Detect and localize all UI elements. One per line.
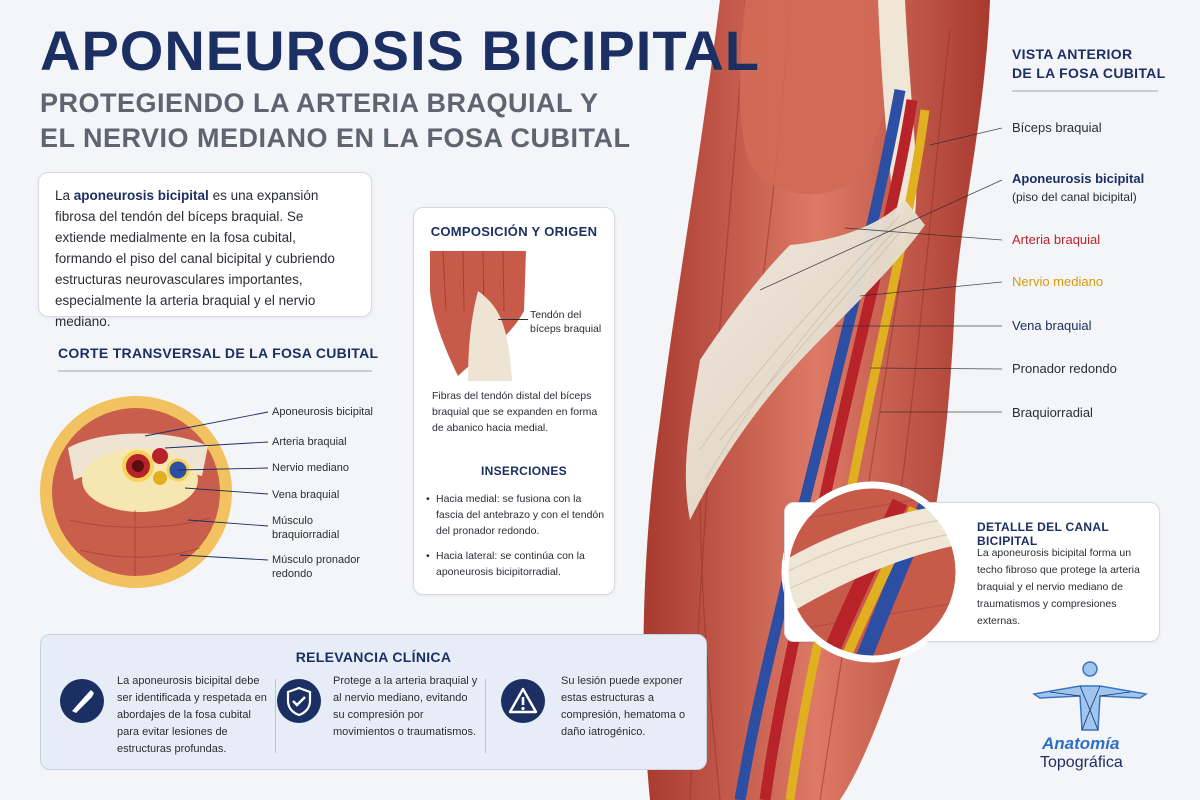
label-aponeurosis: Aponeurosis bicipital bbox=[1012, 171, 1145, 186]
anterior-view-title-line2: DE LA FOSA CUBITAL bbox=[1012, 65, 1166, 81]
label-nerve: Nervio mediano bbox=[1012, 274, 1104, 289]
clinical-text-2: Protege a la arteria braquial y al nervi… bbox=[333, 675, 478, 738]
clinical-relevance-panel: RELEVANCIA CLÍNICA La aponeurosis bicipi… bbox=[40, 634, 707, 770]
intro-text-start: La bbox=[55, 188, 74, 203]
insertion-medial: Hacia medial: se fusiona con la fascia d… bbox=[436, 493, 605, 537]
anterior-view-divider bbox=[1012, 90, 1158, 92]
logo-line2: Topográfica bbox=[1040, 754, 1123, 771]
cross-label-vein: Vena braquial bbox=[272, 489, 340, 501]
tendon-leader bbox=[498, 319, 528, 320]
cross-label-pronator: Músculo pronador redondo bbox=[272, 554, 361, 580]
composition-description: Fibras del tendón distal del bíceps braq… bbox=[432, 390, 598, 434]
page-subtitle: PROTEGIENDO LA ARTERIA BRAQUIAL Y EL NER… bbox=[40, 88, 631, 153]
intro-term: aponeurosis bicipital bbox=[73, 188, 209, 203]
cross-label-nerve: Nervio mediano bbox=[272, 462, 350, 474]
label-biceps: Bíceps braquial bbox=[1012, 120, 1102, 135]
logo-line1: Anatomía bbox=[1042, 734, 1120, 753]
cross-section-divider bbox=[58, 370, 372, 372]
label-aponeurosis-sub: (piso del canal bicipital) bbox=[1012, 190, 1137, 204]
insertion-lateral: Hacia lateral: se continúa con la aponeu… bbox=[436, 550, 585, 578]
intro-text-end: es una expansión fibrosa del tendón del … bbox=[55, 188, 335, 329]
page-title: APONEUROSIS BICIPITAL bbox=[40, 19, 761, 82]
intro-card: La aponeurosis bicipital es una expansió… bbox=[38, 172, 372, 329]
cross-section-title: CORTE TRANSVERSAL DE LA FOSA CUBITAL bbox=[58, 345, 379, 361]
clinical-text-3: Su lesión puede exponer estas estructura… bbox=[561, 675, 686, 738]
clinical-divider-2 bbox=[485, 679, 486, 753]
cross-section-diagram bbox=[40, 396, 269, 588]
insertion-bullet-2: • bbox=[426, 550, 430, 562]
cross-label-artery: Arteria braquial bbox=[272, 436, 347, 448]
tendon-label: Tendón del bíceps braquial bbox=[530, 309, 602, 335]
clinical-text-1: La aponeurosis bicipital debe ser identi… bbox=[117, 675, 267, 755]
label-artery: Arteria braquial bbox=[1012, 232, 1101, 247]
cross-label-brachioradialis: Músculo braquiorradial bbox=[272, 515, 340, 541]
insertion-bullet-1: • bbox=[426, 493, 430, 505]
label-vein: Vena braquial bbox=[1012, 318, 1092, 333]
label-pronator: Pronador redondo bbox=[1012, 361, 1117, 376]
cross-label-aponeurosis: Aponeurosis bicipital bbox=[272, 406, 373, 418]
detail-circle bbox=[783, 483, 961, 661]
warning-icon bbox=[501, 679, 545, 723]
shield-icon bbox=[277, 679, 321, 723]
scalpel-icon bbox=[60, 679, 104, 723]
composition-title: COMPOSICIÓN Y ORIGEN bbox=[430, 224, 598, 239]
clinical-divider-1 bbox=[275, 679, 276, 753]
clinical-title: RELEVANCIA CLÍNICA bbox=[295, 649, 452, 665]
anterior-view-title-line1: VISTA ANTERIOR bbox=[1012, 46, 1133, 62]
tendon-diagram bbox=[430, 251, 526, 381]
label-brachioradialis: Braquiorradial bbox=[1012, 405, 1093, 420]
insertions-title: INSERCIONES bbox=[481, 464, 567, 478]
logo-figure-icon bbox=[1032, 661, 1148, 731]
detail-text: La aponeurosis bicipital forma un techo … bbox=[977, 547, 1140, 627]
detail-title: DETALLE DEL CANAL BICIPITAL bbox=[977, 520, 1109, 548]
composition-card: COMPOSICIÓN Y ORIGEN Tendón del bíceps b… bbox=[413, 207, 615, 595]
